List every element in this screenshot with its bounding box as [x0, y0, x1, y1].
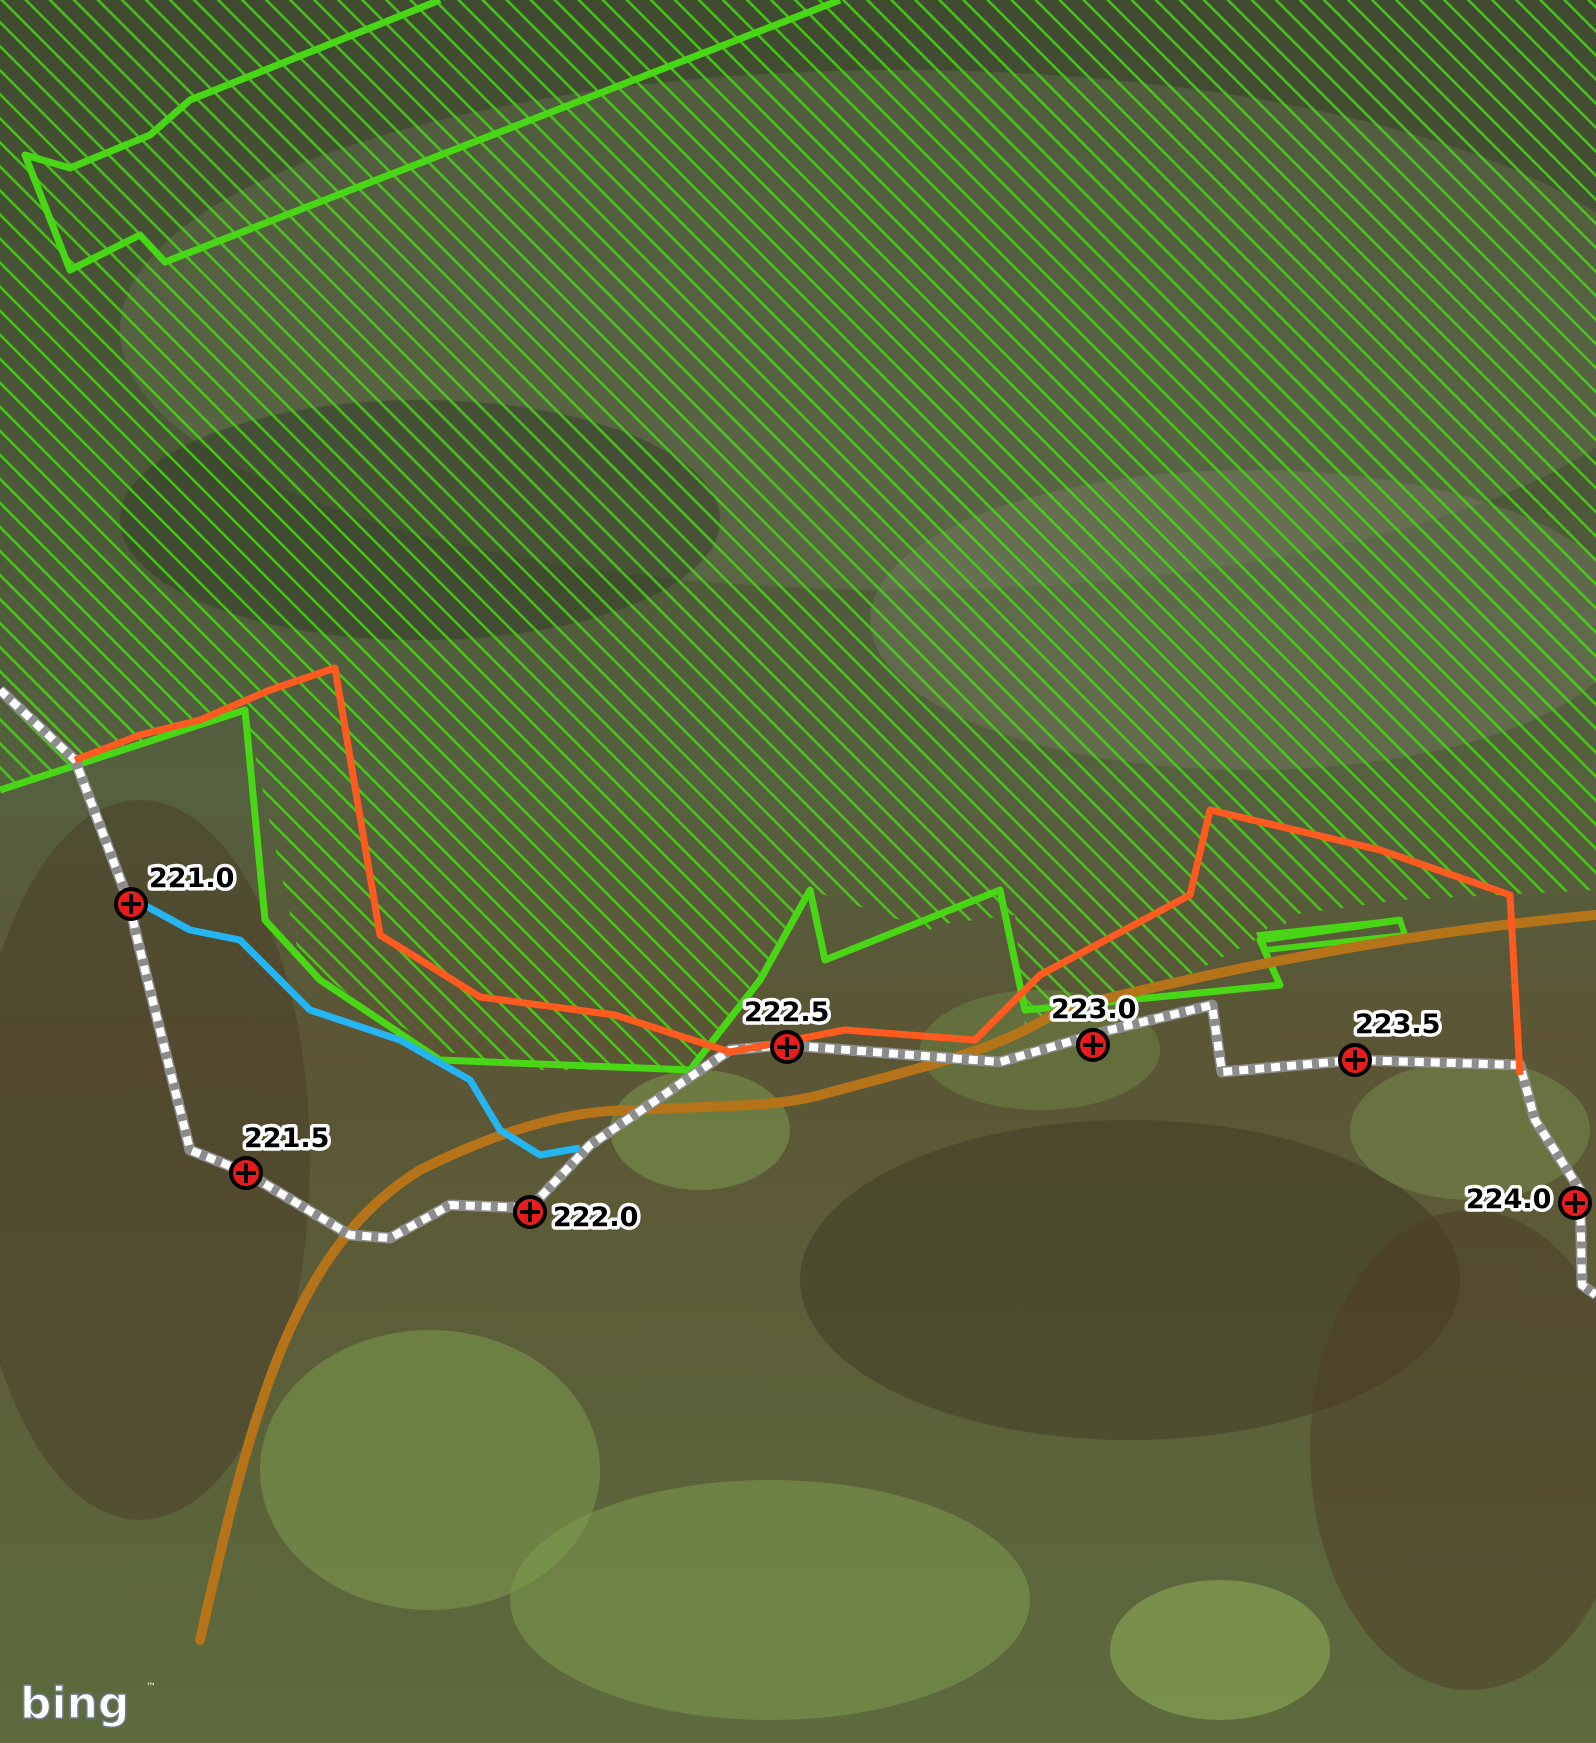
hatched-area — [0, 0, 1596, 1074]
blue-route — [133, 896, 581, 1159]
hatched-area-boundary — [0, 706, 1401, 1074]
cross-glyph — [520, 1202, 540, 1222]
mile-marker-224-0[interactable]: 224.0 — [1463, 1181, 1592, 1220]
hatched-area-boundary-upper — [21, 0, 842, 274]
mile-label: 224.0 — [1466, 1184, 1551, 1215]
mile-label: 221.0 — [149, 863, 234, 894]
mile-marker-221-5[interactable]: 221.5 — [229, 1120, 333, 1190]
svg-text:bing: bing — [20, 1678, 129, 1729]
mile-label: 222.5 — [744, 997, 829, 1028]
cross-glyph — [1083, 1035, 1103, 1055]
cross-glyph — [1345, 1050, 1365, 1070]
mile-label: 223.5 — [1355, 1009, 1440, 1040]
mile-label: 222.0 — [553, 1202, 638, 1233]
mile-label: 223.0 — [1051, 994, 1136, 1025]
mile-marker-221-0[interactable]: 221.0 — [114, 860, 238, 921]
mile-marker-223-0[interactable]: 223.0 — [1048, 991, 1140, 1062]
cross-glyph — [1565, 1193, 1585, 1213]
hatched-area-main — [0, 0, 1596, 1070]
mile-label: 221.5 — [244, 1123, 329, 1154]
mile-marker-222-0[interactable]: 222.0 — [513, 1195, 642, 1237]
cross-glyph — [777, 1037, 797, 1057]
bing-logo: bing ™ — [19, 1677, 156, 1730]
cross-glyph — [236, 1163, 256, 1183]
brown-road — [195, 910, 1596, 1645]
mile-marker-223-5[interactable]: 223.5 — [1338, 1006, 1444, 1077]
mile-marker-222-5[interactable]: 222.5 — [741, 994, 833, 1064]
cross-glyph — [121, 894, 141, 914]
svg-text:™: ™ — [146, 1682, 156, 1693]
orange-route — [73, 664, 1524, 1076]
